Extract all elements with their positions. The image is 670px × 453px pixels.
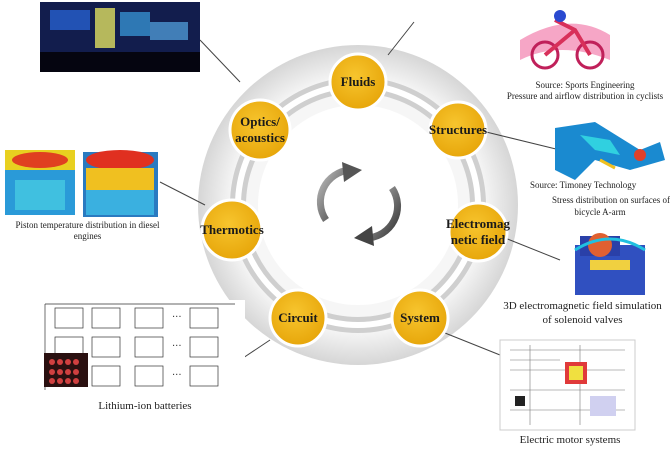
node-system-label: System bbox=[400, 310, 440, 325]
solenoid-caption: 3D electromagnetic field simulation of s… bbox=[495, 300, 670, 328]
a-arm-caption: Source: Timoney Technology Stress distri… bbox=[530, 180, 670, 218]
node-optics-label-1: Optics/ bbox=[240, 114, 280, 129]
node-thermotics-label: Thermotics bbox=[200, 222, 264, 237]
motor-system-thumbnail bbox=[499, 339, 636, 431]
cycle-arrows-icon bbox=[316, 162, 402, 246]
node-electro-label-1: Electromag bbox=[446, 216, 511, 231]
solenoid-caption-1: 3D electromagnetic field simulation bbox=[503, 300, 662, 312]
a-arm-description-2: bicycle A-arm bbox=[574, 206, 626, 217]
node-optics-label-2: acoustics bbox=[235, 130, 285, 145]
node-circuit-label: Circuit bbox=[278, 310, 318, 325]
a-arm-source: Source: Timoney Technology bbox=[530, 180, 637, 190]
cyclist-source: Source: Sports Engineering bbox=[535, 80, 635, 90]
a-arm-description-1: Stress distribution on surfaces of bbox=[552, 195, 670, 206]
cyclist-caption: Source: Sports Engineering Pressure and … bbox=[500, 80, 670, 103]
node-structures-label: Structures bbox=[429, 122, 487, 137]
node-electro-label-2: netic field bbox=[451, 232, 506, 247]
svg-text:···: ··· bbox=[172, 341, 182, 352]
piston-caption-1: Piston temperature distribution in diese… bbox=[15, 220, 160, 230]
cyclist-thumbnail bbox=[520, 8, 610, 70]
svg-text:···: ··· bbox=[172, 370, 182, 381]
optics-thumbnail bbox=[40, 2, 200, 72]
piston-caption: Piston temperature distribution in diese… bbox=[0, 220, 175, 243]
cyclist-description: Pressure and airflow distribution in cyc… bbox=[506, 91, 664, 102]
piston-caption-2: engines bbox=[73, 231, 102, 242]
battery-caption: Lithium-ion batteries bbox=[98, 400, 192, 412]
a-arm-thumbnail bbox=[555, 122, 665, 180]
battery-circuit-thumbnail: ··· ··· ··· bbox=[40, 300, 245, 395]
node-system: System bbox=[390, 288, 450, 348]
svg-text:···: ··· bbox=[172, 312, 182, 323]
solenoid-thumbnail bbox=[574, 233, 646, 295]
piston-thumbnail bbox=[5, 150, 158, 217]
node-structures: Structures bbox=[428, 100, 488, 160]
solenoid-caption-2: of solenoid valves bbox=[542, 313, 623, 326]
inner-disc bbox=[258, 105, 458, 305]
node-electromagnetic-field: Electromag netic field bbox=[446, 201, 511, 263]
node-circuit: Circuit bbox=[268, 288, 328, 348]
node-thermotics: Thermotics bbox=[200, 198, 264, 262]
node-fluids: Fluids bbox=[328, 52, 388, 112]
motor-caption: Electric motor systems bbox=[519, 434, 621, 446]
node-fluids-label: Fluids bbox=[341, 74, 376, 89]
node-optics-acoustics: Optics/ acoustics bbox=[228, 98, 292, 162]
